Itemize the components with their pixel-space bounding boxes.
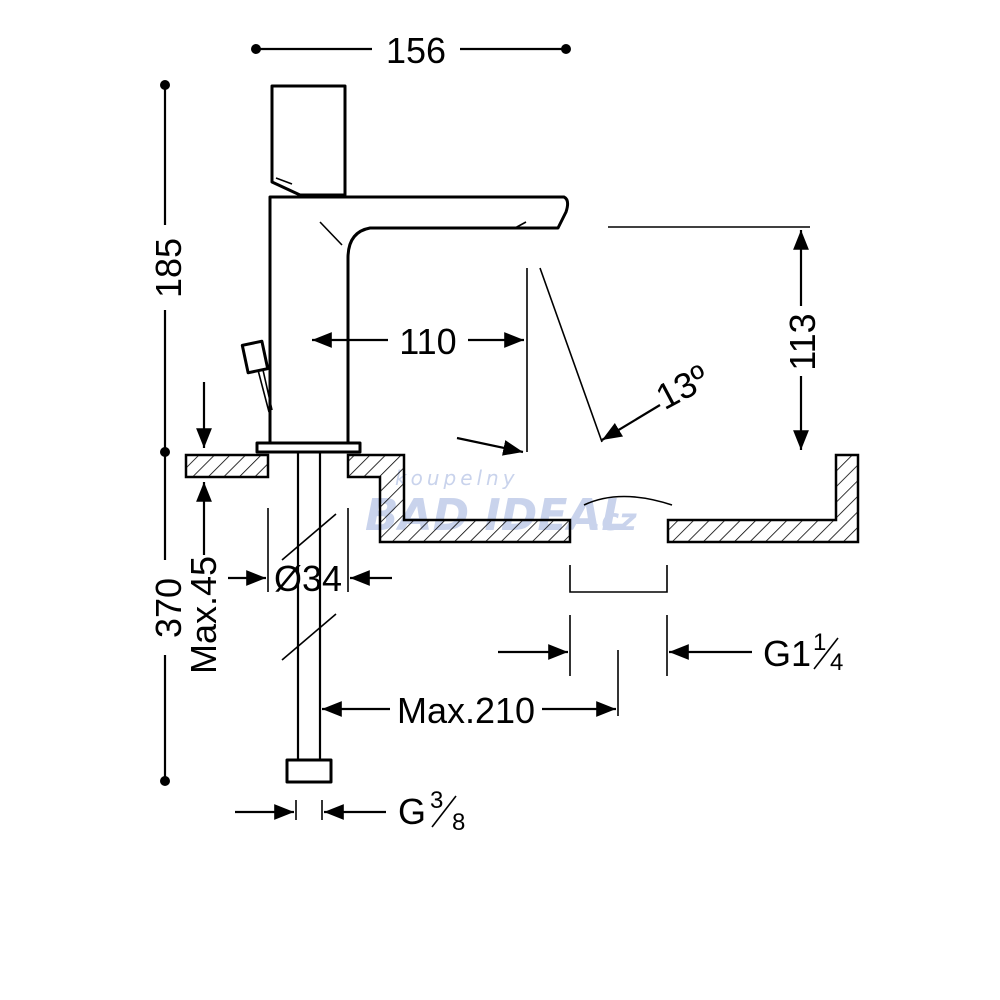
dim-waste-thread-main: G1 [763, 633, 811, 674]
dimension-waste-thread: G1 1 4 [498, 565, 843, 676]
supply-hoses [281, 452, 337, 784]
dimension-spout-height: 113 [608, 226, 823, 450]
dimension-heights: 185 370 [148, 80, 189, 786]
dim-width-label: 156 [386, 30, 446, 71]
dimension-deck-thickness: Max.45 [183, 382, 224, 674]
dim-spout-height-label: 113 [782, 313, 823, 370]
dimension-max-offset: Max.210 [322, 650, 619, 731]
supply-connector [285, 758, 333, 784]
dimension-width: 156 [251, 30, 571, 71]
dim-waste-thread-den: 4 [830, 649, 843, 676]
faucet-column-spout [268, 195, 570, 445]
handle-lever [270, 84, 347, 197]
faucet-body [240, 84, 570, 454]
dim-supply-thread-num: 3 [430, 787, 443, 814]
dim-reach-label: 110 [399, 321, 456, 362]
dim-hole-label: Ø34 [274, 558, 342, 599]
countertop-left [184, 453, 270, 479]
basin-left [346, 453, 572, 544]
watermark-small-text: koupelny [395, 466, 519, 490]
dimension-angle: 13º [539, 267, 715, 443]
faucet-base-plate [255, 441, 362, 454]
dim-height-top-label: 185 [148, 238, 189, 298]
waste-outlet [569, 565, 668, 593]
dim-total-length-label: 370 [148, 578, 189, 638]
countertop-section [184, 453, 860, 544]
dim-supply-thread-den: 8 [452, 809, 465, 836]
popup-rod [240, 339, 273, 413]
dimension-reach: 110 [312, 268, 528, 456]
dim-waste-thread-num: 1 [813, 629, 826, 656]
watermark-suffix-text: .cz [590, 503, 637, 538]
basin-right [666, 453, 860, 544]
dim-angle-label: 13º [649, 356, 715, 417]
dim-max-offset-label: Max.210 [397, 690, 535, 731]
drain-outline [583, 495, 673, 506]
dimension-supply-thread: G 3 8 [235, 787, 465, 836]
dimension-hole: Ø34 [228, 508, 392, 599]
dim-supply-thread-main: G [398, 791, 426, 832]
dim-deck-label: Max.45 [183, 556, 224, 674]
